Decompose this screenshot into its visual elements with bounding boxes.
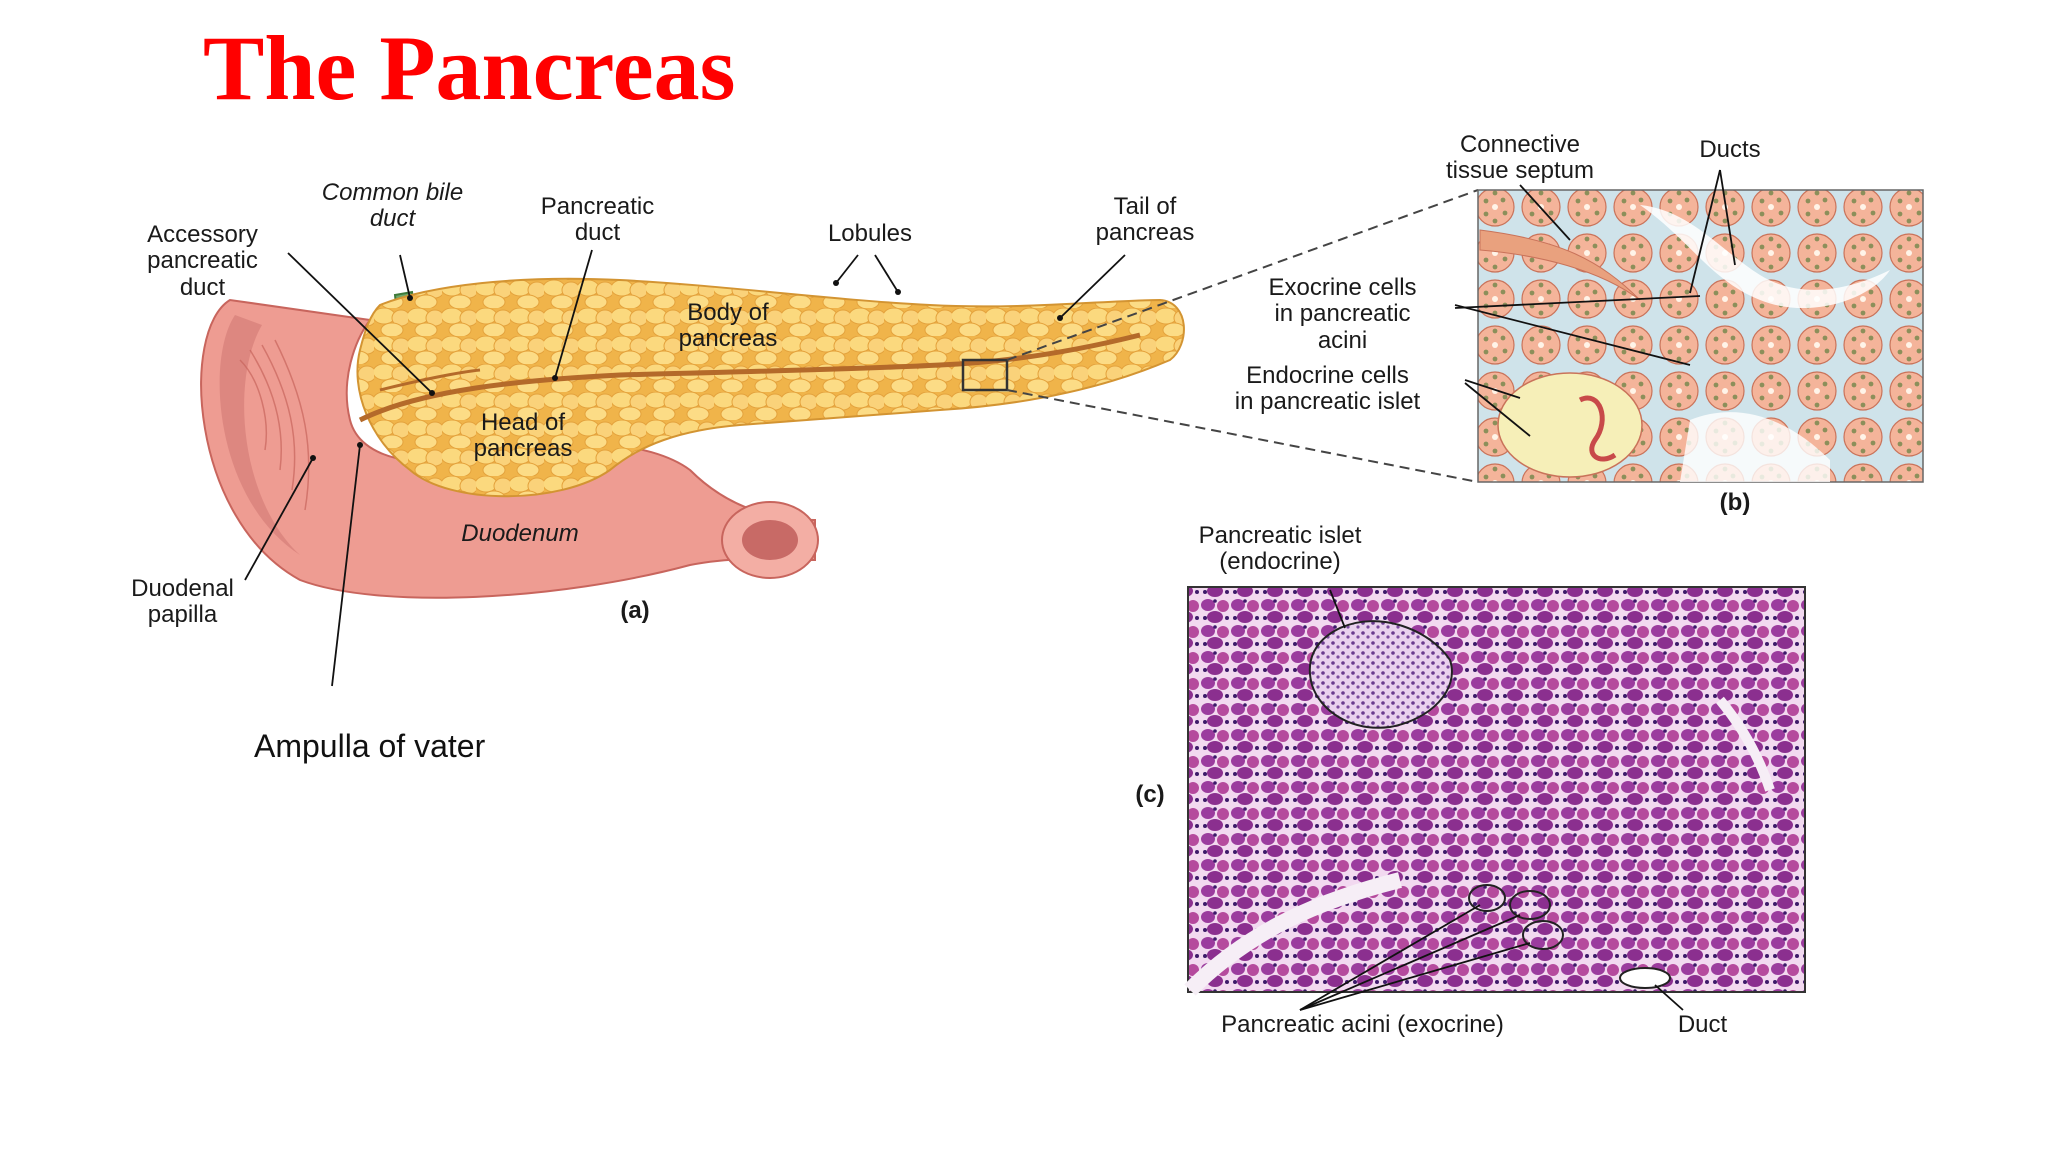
islet-outline xyxy=(1308,620,1453,729)
label-pancreatic-islet: Pancreatic islet (endocrine) xyxy=(1198,522,1362,576)
label-ducts: Ducts xyxy=(1699,136,1761,163)
pancreatic-duct-line xyxy=(358,332,1141,423)
pancreas-shape xyxy=(356,277,1185,498)
label-duct: Duct xyxy=(1677,1011,1728,1038)
label-pancreatic-acini: Pancreatic acini (exocrine) xyxy=(1221,1011,1504,1038)
label-tail-of-pancreas: Tail of pancreas xyxy=(1095,193,1195,247)
duodenum-shape xyxy=(200,298,816,599)
label-duodenal-papilla: Duodenal papilla xyxy=(131,575,234,629)
panel-a-letter: (a) xyxy=(620,597,650,624)
label-connective-tissue-septum: Connective tissue septum xyxy=(1445,131,1595,185)
zoom-box xyxy=(961,358,1009,392)
label-head-of-pancreas: Head of pancreas xyxy=(473,409,573,463)
label-duodenum: Duodenum xyxy=(461,520,579,547)
panel-b-letter: (b) xyxy=(1719,489,1751,516)
label-exocrine-cells: Exocrine cells in pancreatic acini xyxy=(1268,274,1417,354)
label-accessory-pancreatic-duct: Accessory pancreatic duct xyxy=(147,221,258,301)
panel-c-letter: (c) xyxy=(1135,781,1165,808)
label-pancreatic-duct: Pancreatic duct xyxy=(540,193,655,247)
label-common-bile-duct: Common bile duct xyxy=(321,179,464,233)
ampulla-of-vater-caption: Ampulla of vater xyxy=(254,728,486,764)
islet-drawing xyxy=(1497,372,1643,478)
label-endocrine-cells: Endocrine cells in pancreatic islet xyxy=(1234,362,1421,416)
label-body-of-pancreas: Body of pancreas xyxy=(678,299,778,353)
slide-title: The Pancreas xyxy=(203,17,736,119)
label-lobules: Lobules xyxy=(827,220,913,247)
